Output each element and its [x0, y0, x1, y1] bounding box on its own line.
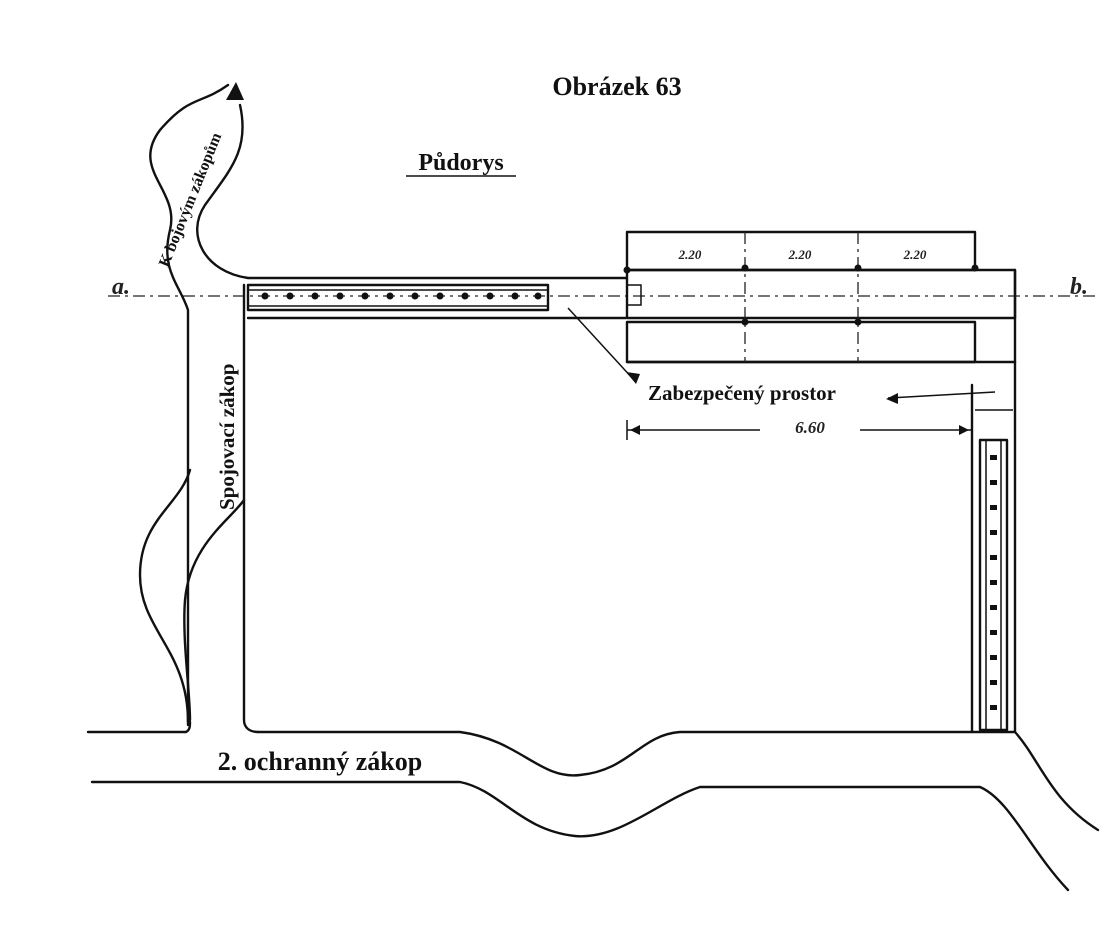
dimension-segment-2: 2.20 — [788, 247, 812, 262]
plan-subtitle: Půdorys — [418, 150, 503, 176]
dimension-segment-3: 2.20 — [903, 247, 927, 262]
overall-dimension: 6.60 — [626, 416, 973, 440]
rung-marks — [990, 455, 997, 710]
connecting-trench-label: Spojovací zákop — [215, 364, 239, 510]
connecting-trench: Spojovací zákop — [138, 283, 260, 734]
secured-space-label: Zabezpečený prostor — [648, 381, 836, 405]
dimension-segment-1: 2.20 — [678, 247, 702, 262]
protective-trench-label: 2. ochranný zákop — [218, 747, 422, 776]
secured-space: 2.20 2.20 2.20 Zabezpečený prostor — [567, 230, 1017, 405]
protective-trench: 2. ochranný zákop — [86, 720, 1100, 892]
grate-marks — [261, 292, 542, 300]
figure-title: Obrázek 63 — [552, 72, 681, 101]
overall-dimension-label: 6.60 — [795, 418, 825, 437]
section-end-label: b. — [1070, 274, 1088, 300]
direction-arrow-icon — [226, 82, 244, 100]
leader-line-left — [567, 307, 635, 381]
right-passage — [970, 360, 1017, 734]
leader-line-right — [887, 391, 996, 399]
upper-passage — [246, 276, 628, 320]
section-start-label: a. — [112, 274, 130, 300]
